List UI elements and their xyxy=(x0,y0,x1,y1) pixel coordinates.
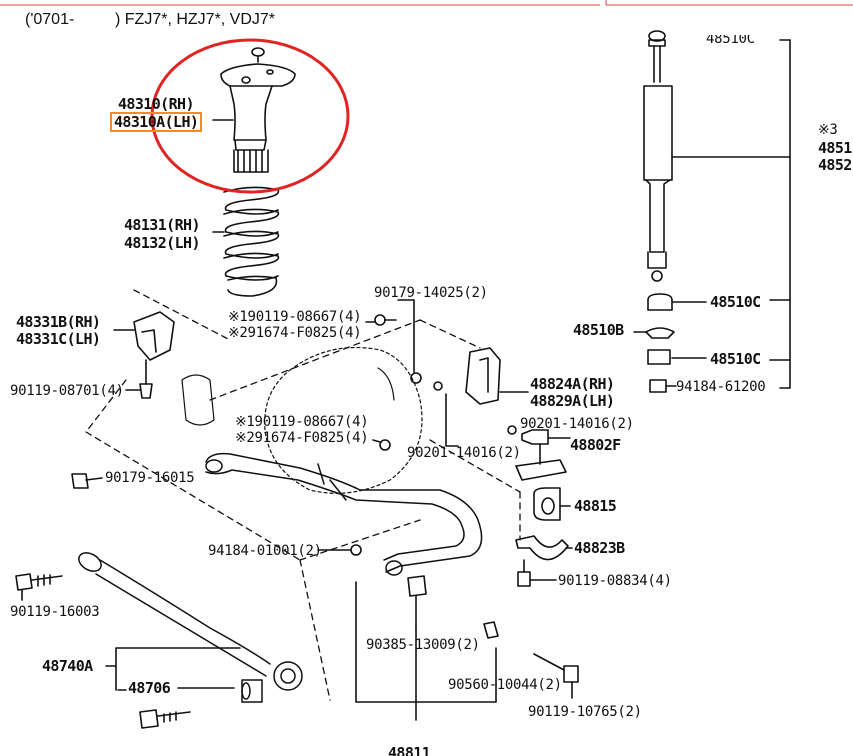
axle-housing xyxy=(181,346,423,494)
bolt-lower-left xyxy=(139,709,191,729)
bolt-90119-16003 xyxy=(15,573,63,601)
header-models: ) FZJ7*, HZJ7*, VDJ7* xyxy=(115,11,276,28)
label-4852-cut[interactable]: 4852 xyxy=(818,156,852,174)
label-s1-91674-f0825[interactable]: ※291674-F0825(4) xyxy=(228,325,362,341)
bracket-48824 xyxy=(397,299,529,447)
label-48811-cut[interactable]: 48811 xyxy=(388,745,431,756)
label-94184-01001[interactable]: 94184-01001(2) xyxy=(208,543,322,559)
ref-48811-bracket xyxy=(355,581,497,721)
label-48740a[interactable]: 48740A xyxy=(42,657,93,675)
label-48131-rh[interactable]: 48131(RH) xyxy=(124,216,200,234)
label-90201-14016-b[interactable]: 90201-14016(2) xyxy=(407,445,521,461)
label-90119-08701[interactable]: 90119-08701(4) xyxy=(10,383,124,399)
label-4851-cut[interactable]: 4851 xyxy=(818,139,852,157)
label-48824a-rh[interactable]: 48824A(RH) xyxy=(530,375,615,393)
shock-bushings xyxy=(633,293,707,393)
label-48706[interactable]: 48706 xyxy=(128,679,171,697)
stabilizer-bar xyxy=(205,452,483,576)
highlight-circle xyxy=(150,38,350,194)
label-48310a-lh[interactable]: 48310A(LH) xyxy=(109,112,203,132)
pin-90560 xyxy=(483,621,499,639)
label-48823b[interactable]: 48823B xyxy=(574,539,625,557)
label-90119-16003[interactable]: 90119-16003 xyxy=(10,604,100,620)
nut-94184-01001 xyxy=(317,544,362,556)
bolt-90179-16015 xyxy=(71,473,103,489)
label-90119-10765[interactable]: 90119-10765(2) xyxy=(528,704,642,720)
ref-48740A-bracket xyxy=(105,647,241,691)
label-90560-10044[interactable]: 90560-10044(2) xyxy=(448,677,562,693)
label-48510b[interactable]: 48510B xyxy=(573,321,624,339)
label-90201-14016-a[interactable]: 90201-14016(2) xyxy=(520,416,634,432)
bolt-90119-08834 xyxy=(517,559,557,587)
label-48331b-rh[interactable]: 48331B(RH) xyxy=(16,313,101,331)
coil-spring xyxy=(212,186,280,297)
label-90119-08834[interactable]: 90119-08834(4) xyxy=(558,573,672,589)
frame-dashed xyxy=(85,289,521,701)
label-48510c-top[interactable]: 48510C xyxy=(706,31,755,47)
bracket-48823 xyxy=(515,535,573,561)
label-48510c-2[interactable]: 48510C xyxy=(710,350,761,368)
lateral-rod-48740 xyxy=(78,552,303,703)
bump-stopper-48310 xyxy=(212,47,296,173)
shock-absorber xyxy=(643,30,791,282)
top-strip xyxy=(0,0,853,6)
label-48815[interactable]: 48815 xyxy=(574,497,617,515)
bolt-upper xyxy=(365,314,397,326)
label-s1-90119-08667[interactable]: ※190119-08667(4) xyxy=(228,309,362,325)
spring-bracket-48331 xyxy=(113,311,175,399)
label-s2-91674-f0825[interactable]: ※291674-F0825(4) xyxy=(235,430,369,446)
label-48802f[interactable]: 48802F xyxy=(570,436,621,454)
stabilizer-link-48802 xyxy=(507,425,571,481)
label-48132-lh[interactable]: 48132(LH) xyxy=(124,234,200,252)
label-90385-13009[interactable]: 90385-13009(2) xyxy=(366,637,480,653)
label-90179-16015[interactable]: 90179-16015 xyxy=(105,470,195,486)
header-range: ('0701- xyxy=(25,11,75,28)
bolt-90119-10765 xyxy=(533,653,579,699)
label-90179-14025[interactable]: 90179-14025(2) xyxy=(374,285,488,301)
label-48310-rh[interactable]: 48310(RH) xyxy=(118,95,194,113)
label-94184-61200[interactable]: 94184-61200 xyxy=(676,379,766,395)
bolt-mid xyxy=(372,439,391,451)
shock-bracket-line xyxy=(779,39,791,389)
bushing-90385 xyxy=(407,575,427,631)
label-note-3: ※3 xyxy=(818,122,838,138)
label-48829a-lh[interactable]: 48829A(LH) xyxy=(530,392,615,410)
bushing-48815 xyxy=(533,487,571,521)
label-48331c-lh[interactable]: 48331C(LH) xyxy=(16,330,101,348)
label-s2-90119-08667[interactable]: ※190119-08667(4) xyxy=(235,414,369,430)
label-48510c-1[interactable]: 48510C xyxy=(710,293,761,311)
